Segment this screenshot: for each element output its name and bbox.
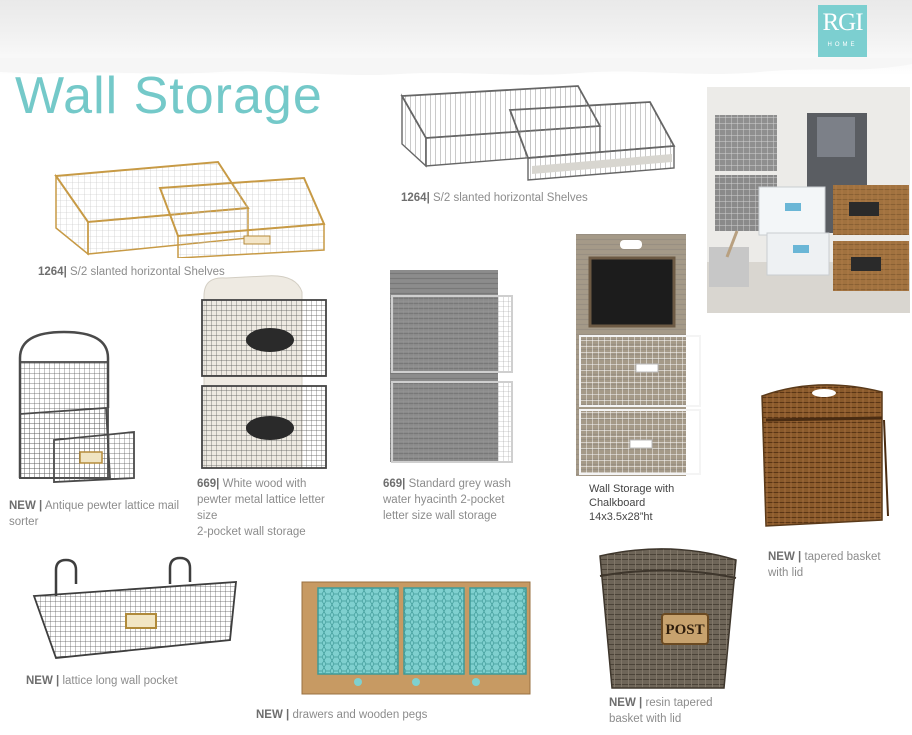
- logo-mark: RGI: [822, 9, 863, 36]
- product-desc-line2: with lid: [768, 567, 804, 579]
- product-desc-line2: sorter: [9, 516, 39, 528]
- drawers-pegs-image: [301, 581, 531, 695]
- caption-new-mail-sorter: NEW | Antique pewter lattice mail sorter: [9, 498, 179, 530]
- product-desc: White wood with: [222, 478, 307, 490]
- product-code: 1264|: [38, 266, 67, 278]
- brush-edge: [0, 58, 912, 76]
- product-code: NEW |: [609, 697, 643, 709]
- chalkboard-storage-image: [576, 234, 701, 476]
- product-code: 669|: [197, 478, 220, 490]
- product-desc-line2: water hyacinth 2-pocket: [383, 494, 505, 506]
- product-code: 1264|: [401, 192, 430, 204]
- product-desc-line2: basket with lid: [609, 713, 682, 725]
- post-basket-image: [599, 548, 737, 689]
- product-desc-line3: letter size wall storage: [383, 510, 497, 522]
- caption-669-grey-wash: 669| Standard grey wash water hyacinth 2…: [383, 476, 511, 524]
- gold-slanted-shelves-image: [54, 160, 326, 258]
- post-label: POST: [665, 622, 705, 638]
- product-desc-line4: 2-pocket wall storage: [197, 526, 306, 538]
- grey-slanted-shelves-image: [400, 85, 676, 181]
- tapered-basket-image: [761, 384, 889, 527]
- product-desc: drawers and wooden pegs: [292, 709, 428, 721]
- product-desc-line2: pewter metal lattice letter: [197, 494, 325, 506]
- long-wall-pocket-image: [32, 556, 238, 659]
- product-desc-line3: size: [197, 510, 218, 522]
- mail-sorter-image: [18, 330, 135, 483]
- logo-sub: HOME: [827, 42, 858, 48]
- caption-1264-grey: 1264| S/2 slanted horizontal Shelves: [401, 190, 588, 206]
- product-desc: Antique pewter lattice mail: [44, 500, 180, 512]
- caption-chalkboard: Wall Storage with Chalkboard 14x3.5x28”h…: [589, 482, 674, 524]
- product-desc: Wall Storage with: [589, 483, 675, 495]
- product-desc: lattice long wall pocket: [62, 675, 178, 687]
- product-code: NEW |: [9, 500, 43, 512]
- page-title: Wall Storage: [15, 67, 323, 125]
- product-desc: Standard grey wash: [408, 478, 511, 490]
- product-code: NEW |: [26, 675, 60, 687]
- product-desc: resin tapered: [645, 697, 713, 709]
- product-code: NEW |: [256, 709, 290, 721]
- caption-new-tapered-basket: NEW | tapered basket with lid: [768, 549, 881, 581]
- product-code: NEW |: [768, 551, 802, 563]
- caption-new-drawers: NEW | drawers and wooden pegs: [256, 707, 427, 723]
- product-desc-line3: 14x3.5x28”ht: [589, 511, 653, 523]
- product-code: 669|: [383, 478, 406, 490]
- caption-new-resin-basket: NEW | resin tapered basket with lid: [609, 695, 713, 727]
- product-desc: S/2 slanted horizontal Shelves: [433, 192, 588, 204]
- caption-669-white-wood: 669| White wood with pewter metal lattic…: [197, 476, 325, 540]
- grey-wash-storage-image: [390, 270, 513, 463]
- product-desc-line2: Chalkboard: [589, 497, 646, 509]
- rgi-home-logo: RGI HOME: [818, 5, 867, 57]
- product-desc: tapered basket: [804, 551, 881, 563]
- caption-1264-gold: 1264| S/2 slanted horizontal Shelves: [38, 264, 225, 278]
- white-wood-storage-image: [201, 275, 327, 469]
- product-desc: S/2 slanted horizontal Shelves: [70, 266, 225, 278]
- caption-new-wall-pocket: NEW | lattice long wall pocket: [26, 673, 178, 689]
- lifestyle-photo: [707, 87, 910, 313]
